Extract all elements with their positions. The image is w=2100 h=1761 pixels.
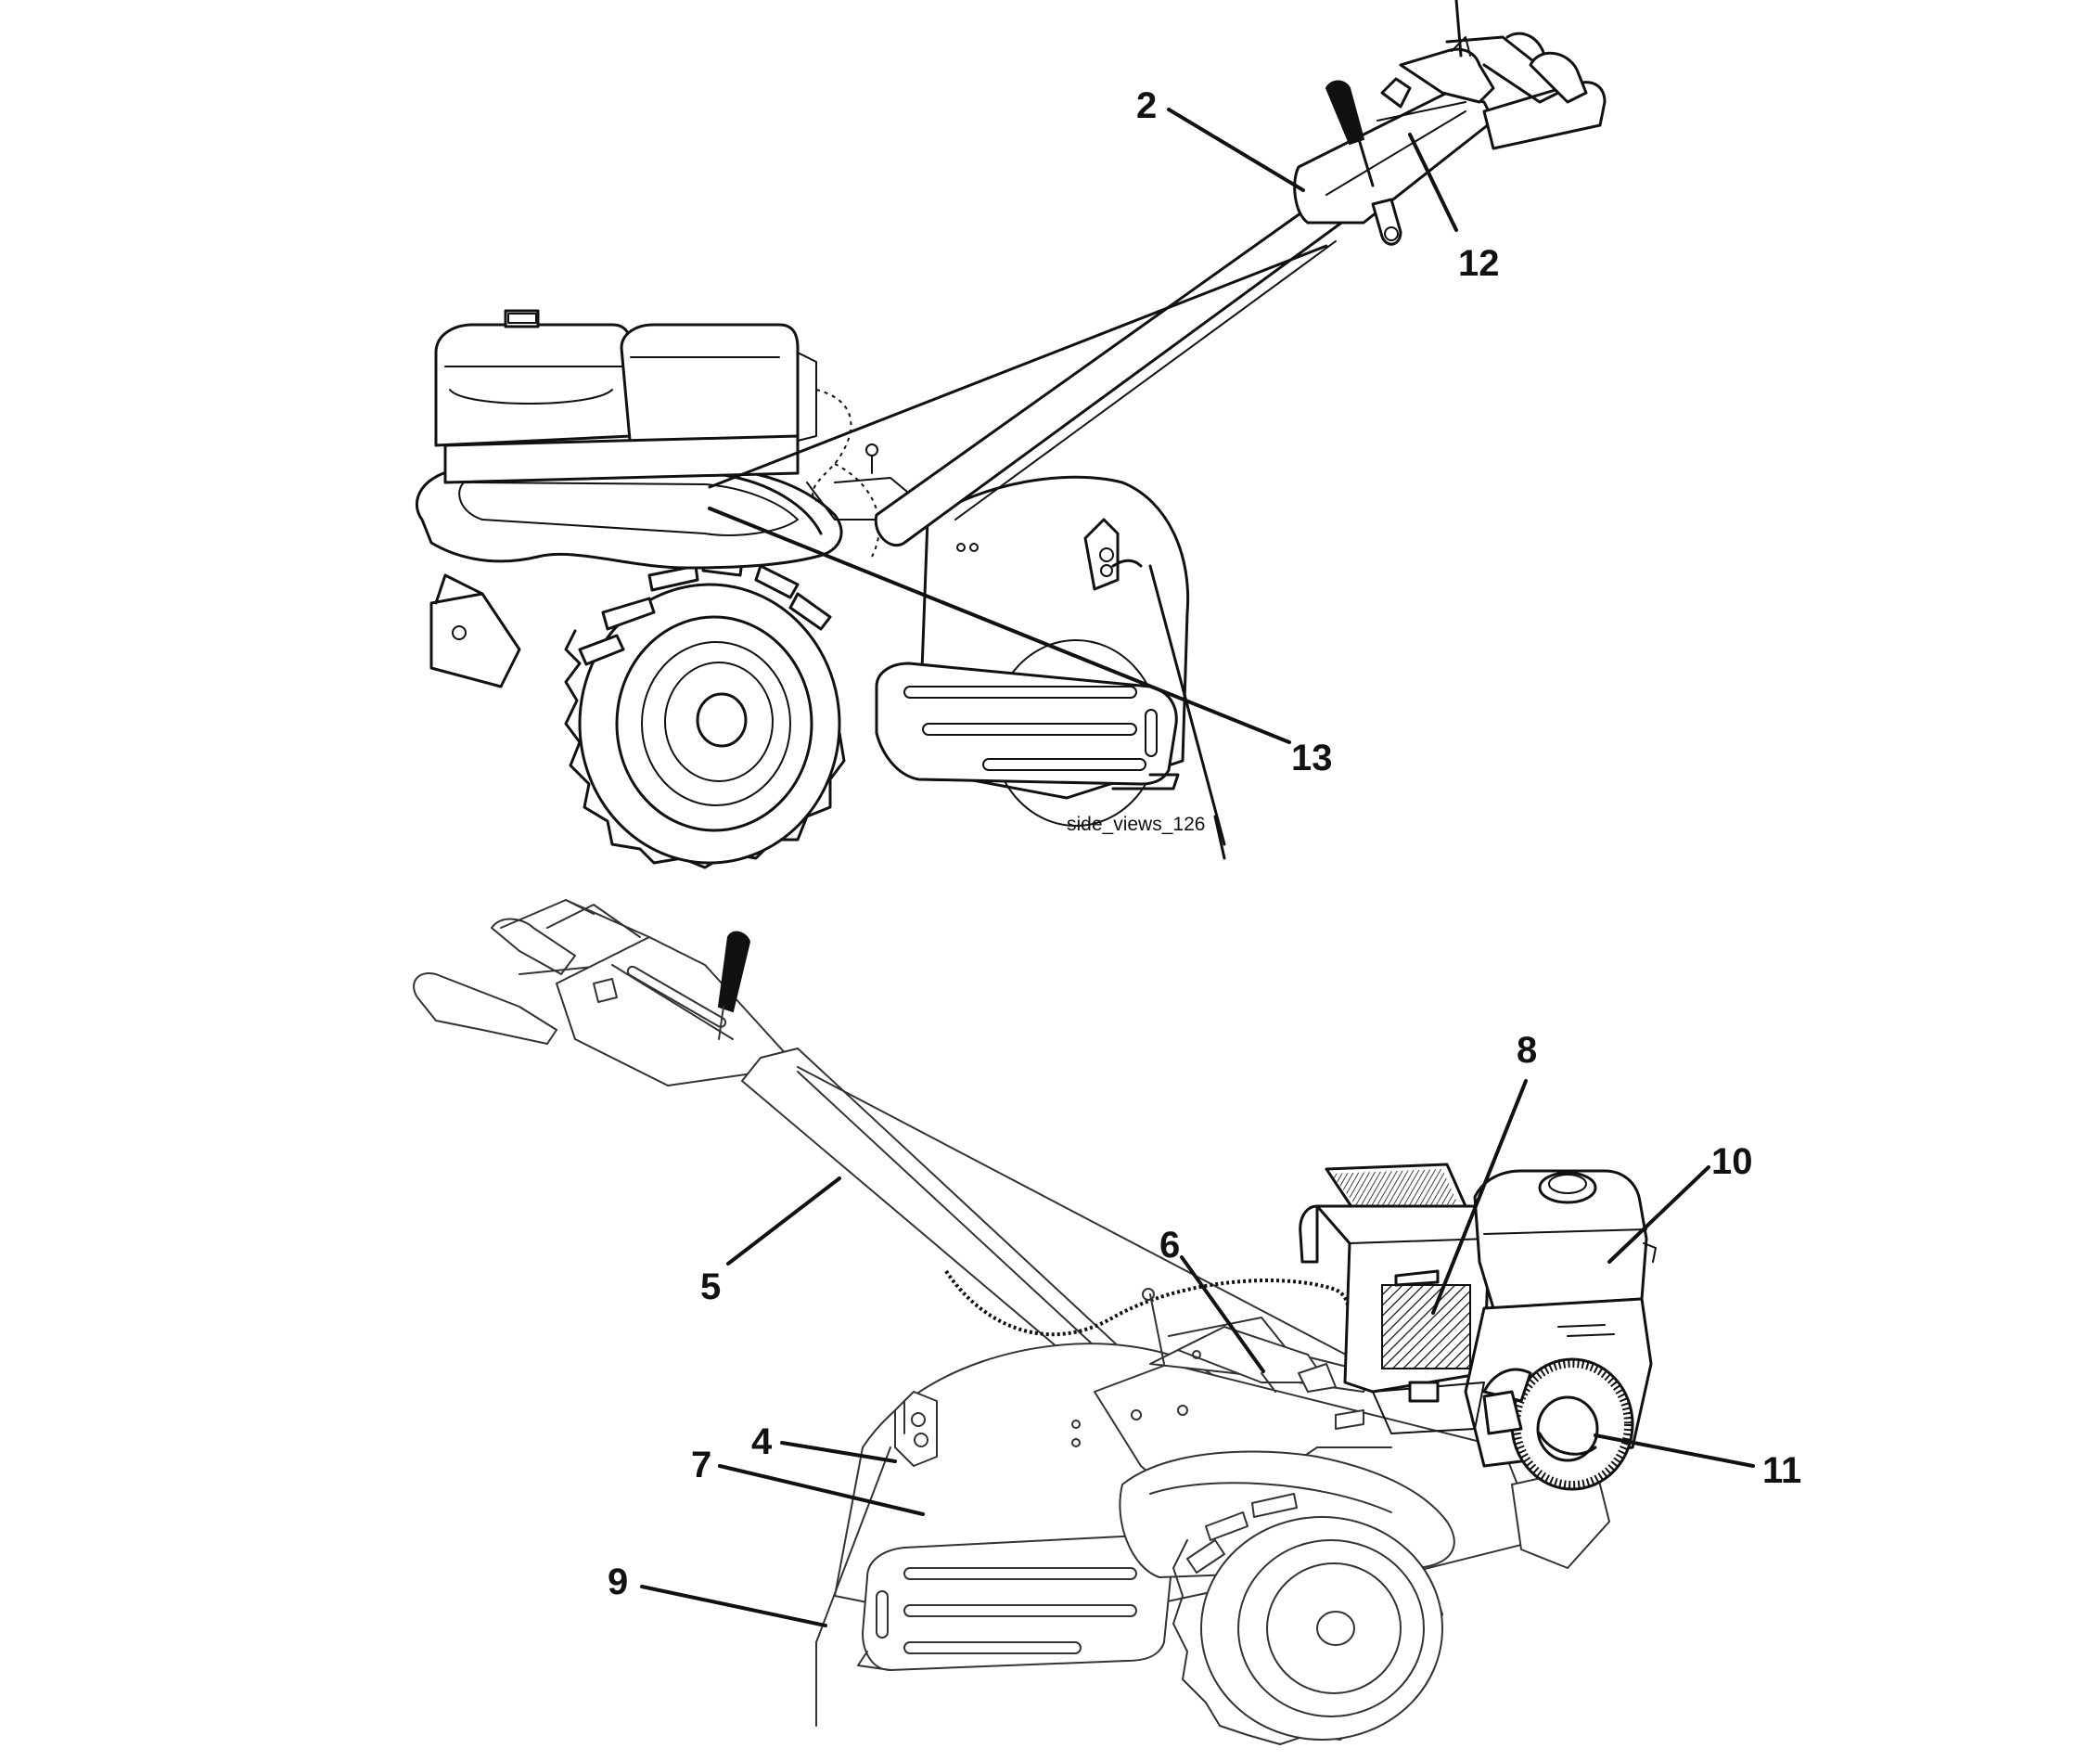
figure-caption: side_views_126 <box>1067 814 1205 835</box>
bottom-throttle-cable <box>944 1269 1356 1337</box>
callout-8: 8 <box>1517 1030 1537 1071</box>
callout-6: 6 <box>1159 1225 1180 1266</box>
callout-11: 11 <box>1762 1450 1801 1491</box>
top-hood-flap-line <box>1148 564 1226 846</box>
callout-leaders <box>640 108 1755 1627</box>
callout-5: 5 <box>700 1266 721 1307</box>
callout-10: 10 <box>1711 1141 1753 1182</box>
leader-7 <box>718 1464 925 1516</box>
top-tiller-illustration: side_views_126 <box>415 0 1607 869</box>
callout-12: 12 <box>1458 243 1500 284</box>
top-wheel <box>564 555 846 869</box>
bottom-tine-lever <box>717 931 751 1013</box>
callout-numbers: 2 12 13 8 10 6 5 4 7 9 11 <box>608 85 1801 1602</box>
leader-9 <box>640 1585 827 1627</box>
leader-5 <box>726 1176 841 1266</box>
leader-8 <box>1431 1079 1528 1315</box>
callout-2: 2 <box>1136 85 1157 126</box>
bottom-control-cable <box>797 1066 1364 1365</box>
leader-10 <box>1607 1165 1710 1264</box>
callout-7: 7 <box>691 1445 711 1485</box>
bottom-depth-bar-bracket <box>894 1391 938 1467</box>
top-engine <box>434 309 880 558</box>
leader-13 <box>708 507 1291 744</box>
callout-4: 4 <box>751 1421 773 1462</box>
leader-11 <box>1594 1433 1755 1468</box>
leader-6 <box>1180 1255 1265 1373</box>
leader-4 <box>780 1441 897 1463</box>
top-tine-lever <box>1325 80 1365 146</box>
engine-label-decal <box>1381 1284 1471 1369</box>
bottom-wheel <box>1172 1493 1443 1745</box>
leader-2 <box>1167 108 1305 192</box>
callout-9: 9 <box>608 1562 628 1602</box>
bottom-engine <box>1299 1163 1657 1491</box>
bottom-handle-grips <box>413 972 557 1045</box>
leader-12 <box>1408 133 1458 232</box>
top-depth-bar-bracket <box>1083 518 1143 591</box>
top-rear-bracket <box>429 592 521 688</box>
bottom-side-shield <box>862 1535 1172 1671</box>
bottom-tiller-illustration <box>413 899 1657 1745</box>
callout-13: 13 <box>1291 738 1333 778</box>
top-control-cable <box>708 244 1328 489</box>
